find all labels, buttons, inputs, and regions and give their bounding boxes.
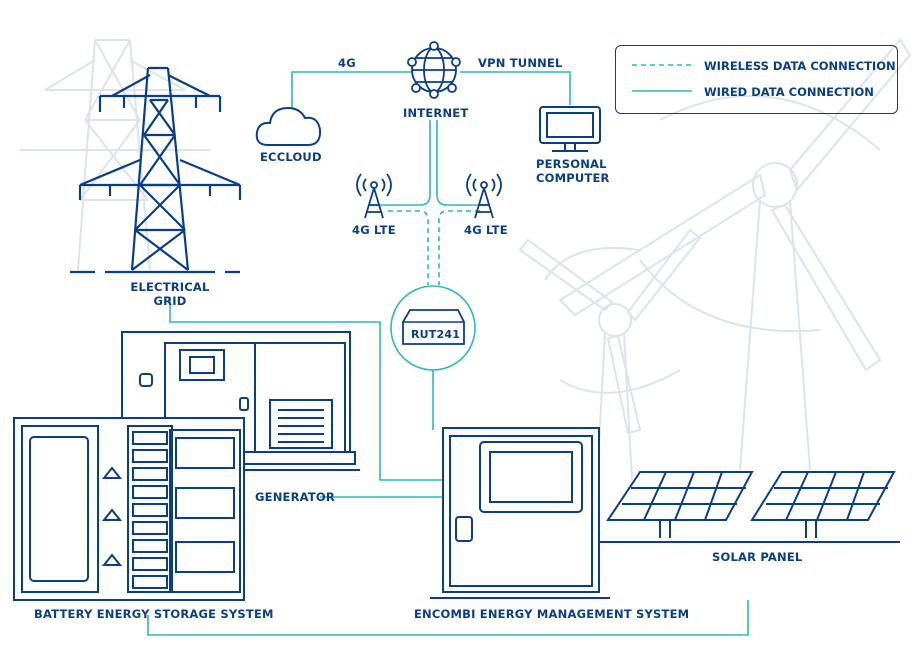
battery-label: BATTERY ENERGY STORAGE SYSTEM (34, 607, 274, 621)
pylon-icon (70, 66, 242, 274)
router-label: RUT241 (411, 328, 461, 341)
link-vpn-label: VPN TUNNEL (478, 56, 563, 70)
generator-label: GENERATOR (255, 490, 335, 504)
globe-icon (407, 41, 461, 99)
cloud-icon (255, 106, 322, 146)
lte-left-label: 4G LTE (352, 223, 396, 237)
antenna-icon-left (356, 173, 392, 219)
computer-label: PERSONAL COMPUTER (536, 157, 610, 185)
solar-panel-icon (600, 471, 900, 543)
ems-label: ENCOMBI ENERGY MANAGEMENT SYSTEM (414, 607, 690, 621)
legend: WIRELESS DATA CONNECTION WIRED DATA CONN… (615, 45, 898, 114)
wired-legend-swatch (632, 90, 692, 92)
link-4g-label: 4G (338, 56, 356, 70)
router-icon (390, 285, 476, 371)
wireless-connections (388, 210, 480, 285)
lte-right-label: 4G LTE (464, 223, 508, 237)
wired-legend-label: WIRED DATA CONNECTION (704, 85, 874, 99)
background-pylon-icon (20, 39, 210, 271)
solar-label: SOLAR PANEL (712, 550, 803, 564)
cloud-label: ECCLOUD (260, 150, 322, 164)
wireless-legend-label: WIRELESS DATA CONNECTION (704, 59, 896, 73)
monitor-icon (539, 106, 601, 152)
wired-connections (147, 71, 749, 636)
battery-cabinet-icon (13, 417, 245, 601)
internet-label: INTERNET (403, 106, 469, 120)
grid-label: ELECTRICAL GRID (130, 280, 210, 308)
antenna-icon-right (466, 173, 502, 219)
wireless-legend-swatch (632, 64, 692, 66)
ems-cabinet-icon (430, 427, 610, 599)
